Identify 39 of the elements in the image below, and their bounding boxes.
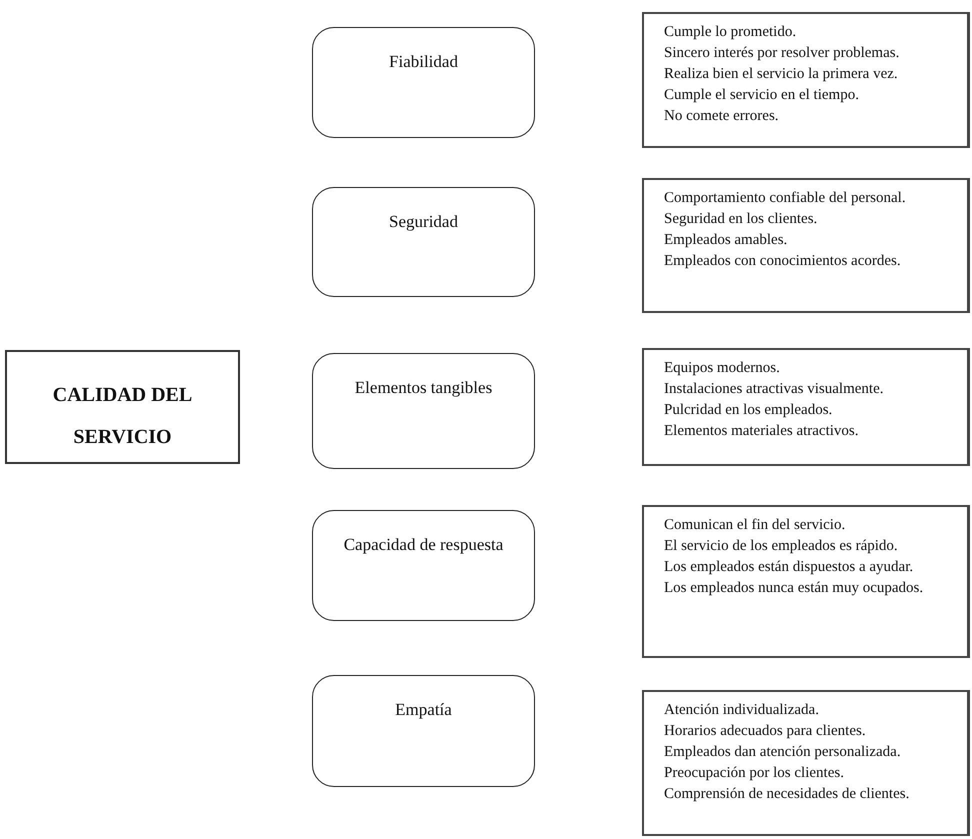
description-item: Comunican el fin del servicio. — [664, 516, 846, 535]
description-item: Pulcridad en los empleados. — [664, 401, 834, 420]
dimension-label: Empatía — [394, 699, 453, 721]
description-item: Los empleados están dispuestos a ayudar. — [664, 558, 914, 577]
description-item: Realiza bien el servicio la primera vez. — [664, 65, 899, 84]
description-item: Comprensión de necesidades de clientes. — [664, 785, 910, 804]
title-box — [5, 350, 240, 464]
dimension-box — [312, 27, 535, 138]
description-item: Empleados dan atención personalizada. — [664, 743, 902, 762]
description-item: Elementos materiales atractivos. — [664, 422, 860, 441]
dimension-box — [312, 675, 535, 787]
description-item: Empleados amables. — [664, 231, 788, 250]
description-item: Atención individualizada. — [664, 701, 820, 720]
dimension-box — [312, 187, 535, 297]
dimension-label: Capacidad de respuesta — [342, 534, 504, 556]
dimension-label: Fiabilidad — [388, 51, 459, 73]
dimension-box — [312, 353, 535, 469]
description-item: Cumple el servicio en el tiempo. — [664, 86, 860, 105]
description-item: El servicio de los empleados es rápido. — [664, 537, 899, 556]
description-item: Horarios adecuados para clientes. — [664, 722, 867, 741]
description-box — [642, 348, 970, 466]
description-box — [642, 505, 970, 658]
description-item: Equipos modernos. — [664, 359, 781, 378]
description-item: No comete errores. — [664, 107, 780, 126]
dimension-label: Elementos tangibles — [354, 377, 494, 399]
description-item: Empleados con conocimientos acordes. — [664, 252, 902, 271]
dimension-label: Seguridad — [388, 211, 459, 233]
description-item: Instalaciones atractivas visualmente. — [664, 380, 884, 399]
description-item: Comportamiento confiable del personal. — [664, 189, 907, 208]
description-item: Los empleados nunca están muy ocupados. — [664, 579, 924, 598]
description-box — [642, 178, 970, 313]
description-item: Seguridad en los clientes. — [664, 210, 818, 229]
description-item: Cumple lo prometido. — [664, 23, 798, 42]
description-item: Preocupación por los clientes. — [664, 764, 845, 783]
box-title: CALIDAD DEL SERVICIO — [52, 383, 194, 450]
dimension-box — [312, 510, 535, 621]
description-box — [642, 690, 970, 836]
description-item: Sincero interés por resolver problemas. — [664, 44, 900, 63]
description-box — [642, 12, 970, 148]
